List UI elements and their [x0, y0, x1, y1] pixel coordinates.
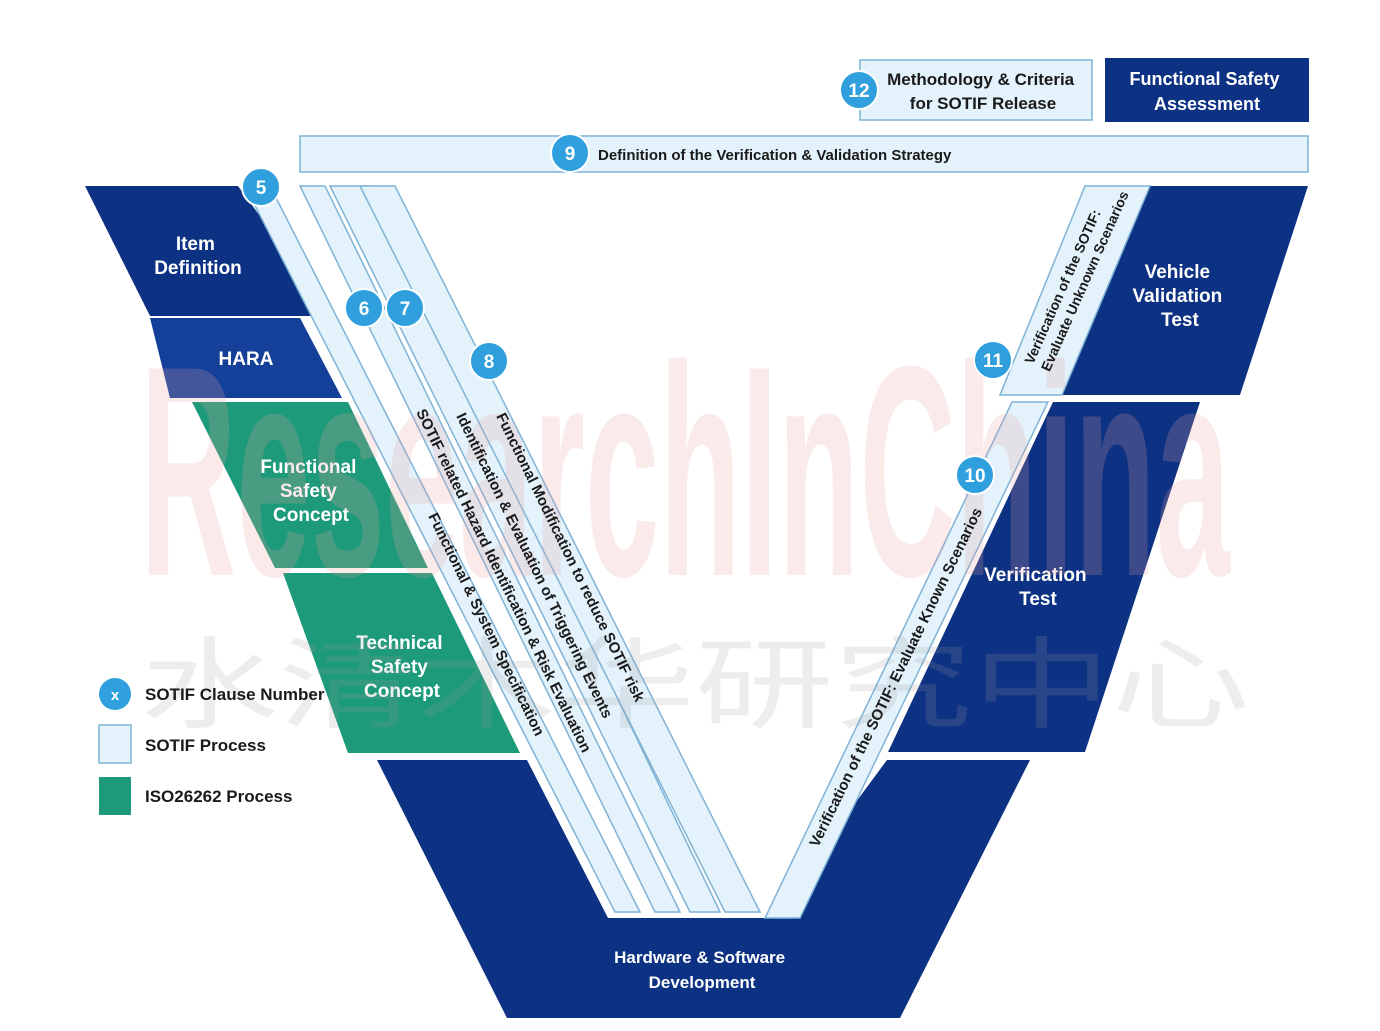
- legend-sotif-label: SOTIF Process: [145, 736, 266, 755]
- badge-7: 7: [385, 288, 425, 328]
- item-definition-label: Item Definition: [154, 234, 242, 279]
- svg-text:7: 7: [400, 299, 411, 320]
- legend-iso-item: ISO26262 Process: [99, 777, 292, 815]
- strip-10: [763, 401, 1050, 919]
- badge-5: 5: [241, 167, 281, 207]
- svg-text:12: 12: [848, 81, 869, 102]
- strip-11: [998, 185, 1152, 396]
- legend-clause-marker: x: [111, 687, 120, 704]
- svg-text:6: 6: [359, 299, 370, 320]
- legend-sotif-swatch: [98, 724, 132, 764]
- badge-6: 6: [344, 288, 384, 328]
- svg-text:5: 5: [256, 178, 267, 199]
- legend-iso-swatch: [99, 777, 131, 815]
- watermark-latin: ResearchInChina: [140, 303, 1231, 639]
- strip-6: [298, 185, 682, 913]
- verification-test-block: [888, 402, 1200, 752]
- legend-sotif-item: SOTIF Process: [98, 724, 266, 764]
- badge-8: 8: [469, 341, 509, 381]
- badge-9: 9: [550, 133, 590, 173]
- badge-11: 11: [973, 340, 1013, 380]
- watermark-cjk: 水清木华研究中心: [140, 627, 1250, 744]
- legend: x SOTIF Clause Number SOTIF Process ISO2…: [98, 678, 325, 815]
- functional-safety-assessment-box: [1105, 58, 1309, 122]
- hardware-software-development-label: Hardware & Software Development: [614, 948, 790, 992]
- technical-safety-concept-label: Technical Safety Concept: [356, 633, 448, 702]
- technical-safety-concept-block: [283, 573, 520, 753]
- methodology-label: Methodology & Criteria for SOTIF Release: [887, 70, 1079, 113]
- hardware-software-development-block: [377, 760, 1030, 1018]
- functional-safety-concept-label: Functional Safety Concept: [260, 457, 361, 526]
- badge-10: 10: [955, 455, 995, 495]
- verification-test-label: Verification Test: [984, 565, 1092, 610]
- svg-text:9: 9: [565, 144, 576, 165]
- legend-clause-item: x SOTIF Clause Number: [99, 678, 325, 710]
- hara-block: [150, 318, 342, 398]
- vehicle-validation-test-block: [1062, 186, 1308, 395]
- legend-clause-label: SOTIF Clause Number: [145, 685, 325, 704]
- hara-label: HARA: [219, 349, 274, 370]
- functional-safety-assessment-label: Functional Safety Assessment: [1129, 69, 1284, 114]
- legend-clause-swatch: [99, 678, 131, 710]
- functional-safety-concept-block: [192, 402, 428, 568]
- svg-text:10: 10: [964, 466, 985, 487]
- strip-8: [358, 185, 762, 913]
- vv-strategy-box: [299, 135, 1309, 173]
- svg-text:11: 11: [983, 351, 1004, 372]
- badge-12: 12: [839, 70, 879, 110]
- svg-text:8: 8: [484, 352, 495, 373]
- methodology-box: [859, 59, 1093, 121]
- legend-iso-label: ISO26262 Process: [145, 787, 292, 806]
- strip-7: [328, 185, 722, 913]
- item-definition-block: [85, 186, 333, 316]
- vehicle-validation-test-label: Vehicle Validation Test: [1132, 262, 1227, 331]
- vv-strategy-label: Definition of the Verification & Validat…: [598, 147, 952, 164]
